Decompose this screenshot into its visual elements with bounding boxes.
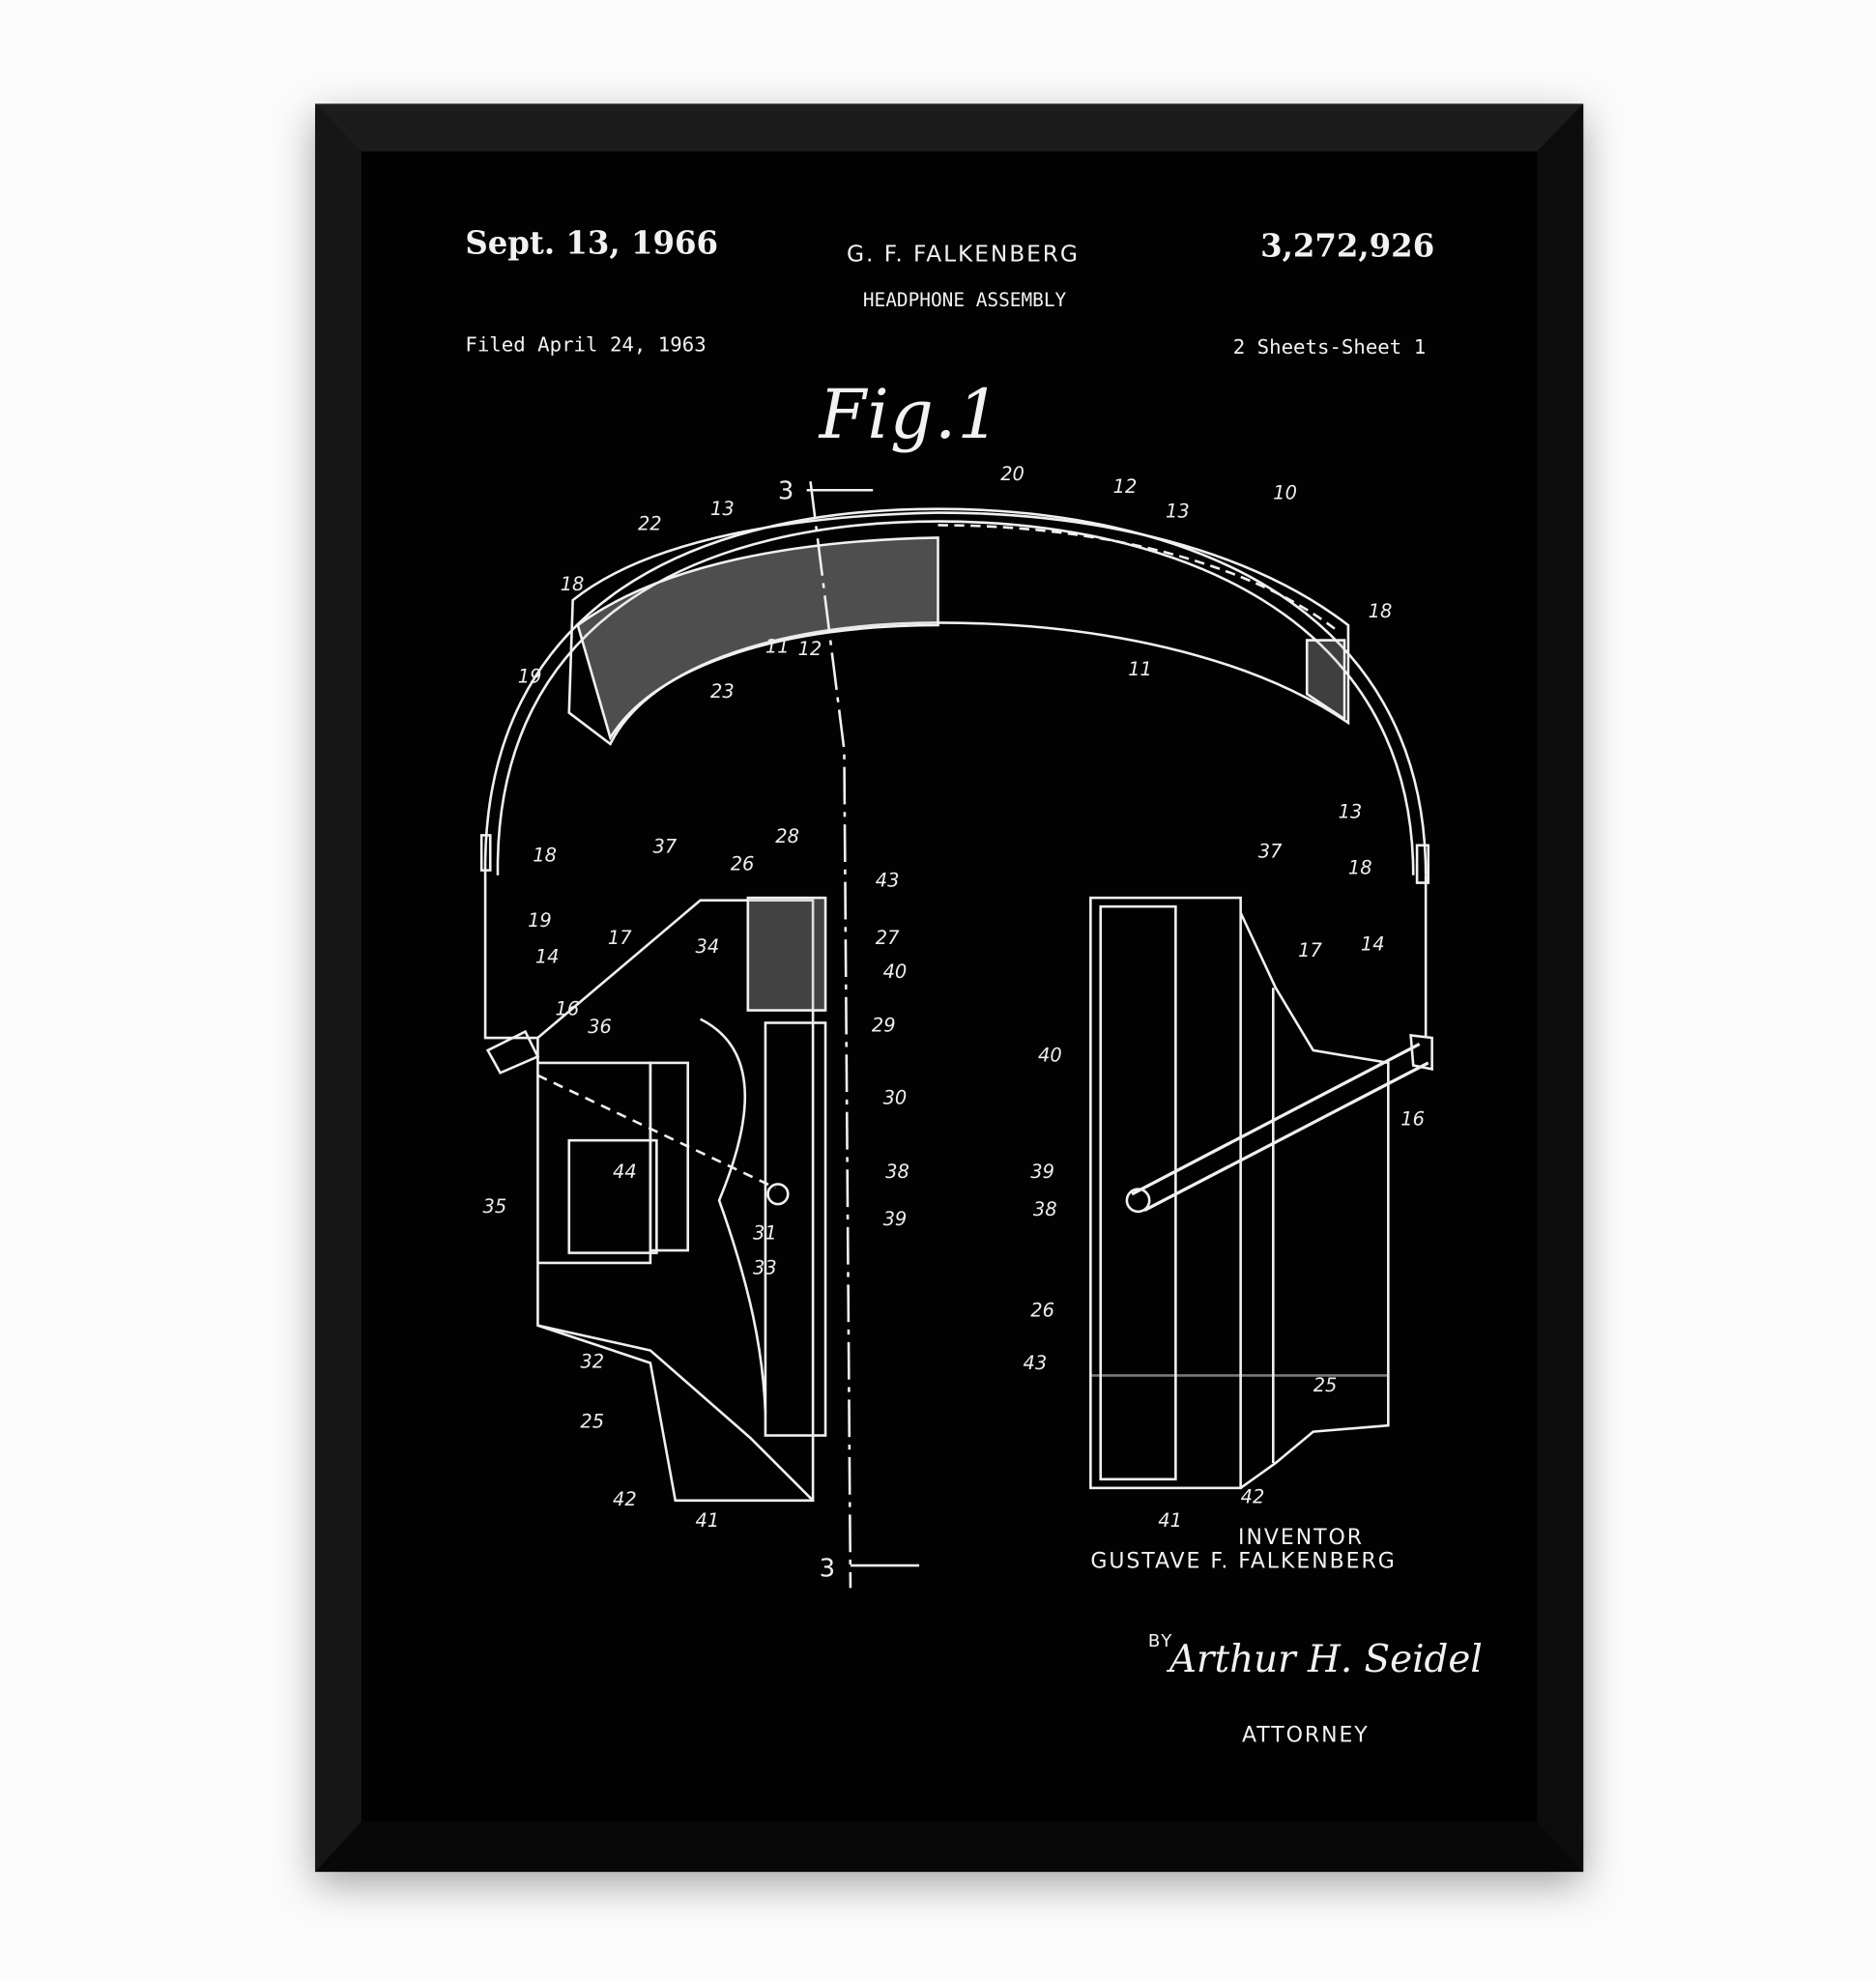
patent-sheet <box>361 151 1538 1822</box>
reference-numeral: 19 <box>517 665 542 688</box>
inventor-short: G. F. FALKENBERG <box>847 241 1080 268</box>
reference-numeral: 19 <box>528 908 552 932</box>
reference-numeral: 20 <box>1000 462 1025 486</box>
reference-numeral: 11 <box>765 635 790 658</box>
reference-numeral: 26 <box>730 852 755 875</box>
reference-numeral: 14 <box>1360 932 1385 956</box>
attorney-signature: Arthur H. Seidel <box>1169 1638 1483 1682</box>
reference-numeral: 41 <box>1158 1508 1182 1533</box>
attorney-label: ATTORNEY <box>1241 1723 1370 1749</box>
reference-numeral: 23 <box>709 679 735 703</box>
reference-numeral: 18 <box>533 844 557 867</box>
reference-numeral: 37 <box>1257 840 1283 863</box>
reference-numeral: 11 <box>1128 657 1152 680</box>
patent-date: Sept. 13, 1966 <box>465 224 718 262</box>
reference-numeral: 36 <box>588 1015 612 1039</box>
reference-numeral: 38 <box>885 1160 909 1184</box>
reference-numeral: 42 <box>613 1487 637 1511</box>
reference-numeral: 18 <box>560 572 585 595</box>
reference-numeral: 32 <box>580 1350 605 1373</box>
reference-numeral: 31 <box>752 1221 777 1245</box>
sheet-count: 2 Sheets-Sheet 1 <box>1232 334 1427 359</box>
reference-numeral: 30 <box>882 1086 908 1109</box>
reference-numeral: 22 <box>637 512 662 535</box>
inventor-label: INVENTOR <box>1238 1525 1364 1551</box>
reference-numeral: 18 <box>1347 856 1372 879</box>
reference-numeral: 33 <box>752 1256 777 1279</box>
reference-numeral: 27 <box>875 926 900 950</box>
reference-numeral: 17 <box>607 926 632 950</box>
reference-numeral: 41 <box>695 1508 720 1533</box>
reference-numeral: 17 <box>1298 938 1322 962</box>
reference-numeral: 12 <box>1112 474 1138 499</box>
reference-numeral: 29 <box>871 1014 896 1037</box>
inventor-name: GUSTAVE F. FALKENBERG <box>1090 1549 1397 1575</box>
reference-numeral: 26 <box>1030 1299 1054 1322</box>
reference-numeral: 44 <box>613 1160 637 1184</box>
reference-numeral: 39 <box>1030 1160 1054 1184</box>
reference-numeral: 25 <box>580 1410 605 1433</box>
patent-number: 3,272,926 <box>1260 227 1435 265</box>
reference-numeral: 42 <box>1240 1485 1265 1508</box>
reference-numeral: 43 <box>875 869 900 892</box>
reference-numeral: 38 <box>1032 1197 1057 1220</box>
reference-numeral: 16 <box>555 997 580 1020</box>
reference-numeral: 12 <box>797 637 823 661</box>
reference-numeral: 35 <box>482 1195 507 1219</box>
reference-numeral: 40 <box>1038 1044 1062 1067</box>
filed-date: Filed April 24, 1963 <box>465 332 707 357</box>
reference-numeral: 13 <box>1338 800 1363 823</box>
reference-numeral: 18 <box>1368 600 1393 623</box>
reference-numeral: 13 <box>1166 500 1190 523</box>
patent-title: HEADPHONE ASSEMBLY <box>862 288 1067 312</box>
reference-numeral: 16 <box>1400 1107 1425 1131</box>
frame-bevel <box>315 103 1584 1873</box>
figure-label: Fig.1 <box>819 375 1002 454</box>
reference-numeral: 37 <box>652 835 678 858</box>
reference-numeral: 25 <box>1313 1374 1338 1397</box>
reference-numeral: 3 <box>777 474 794 505</box>
reference-numeral: 40 <box>882 960 908 984</box>
reference-numeral: 3 <box>819 1553 836 1584</box>
reference-numeral: 14 <box>534 945 560 968</box>
reference-numeral: 43 <box>1023 1351 1048 1375</box>
reference-numeral: 34 <box>695 934 720 959</box>
reference-numeral: 28 <box>775 825 799 848</box>
by-label: BY <box>1147 1631 1174 1652</box>
reference-numeral: 13 <box>709 498 735 521</box>
reference-numeral: 10 <box>1273 481 1297 504</box>
reference-numeral: 39 <box>882 1208 908 1231</box>
